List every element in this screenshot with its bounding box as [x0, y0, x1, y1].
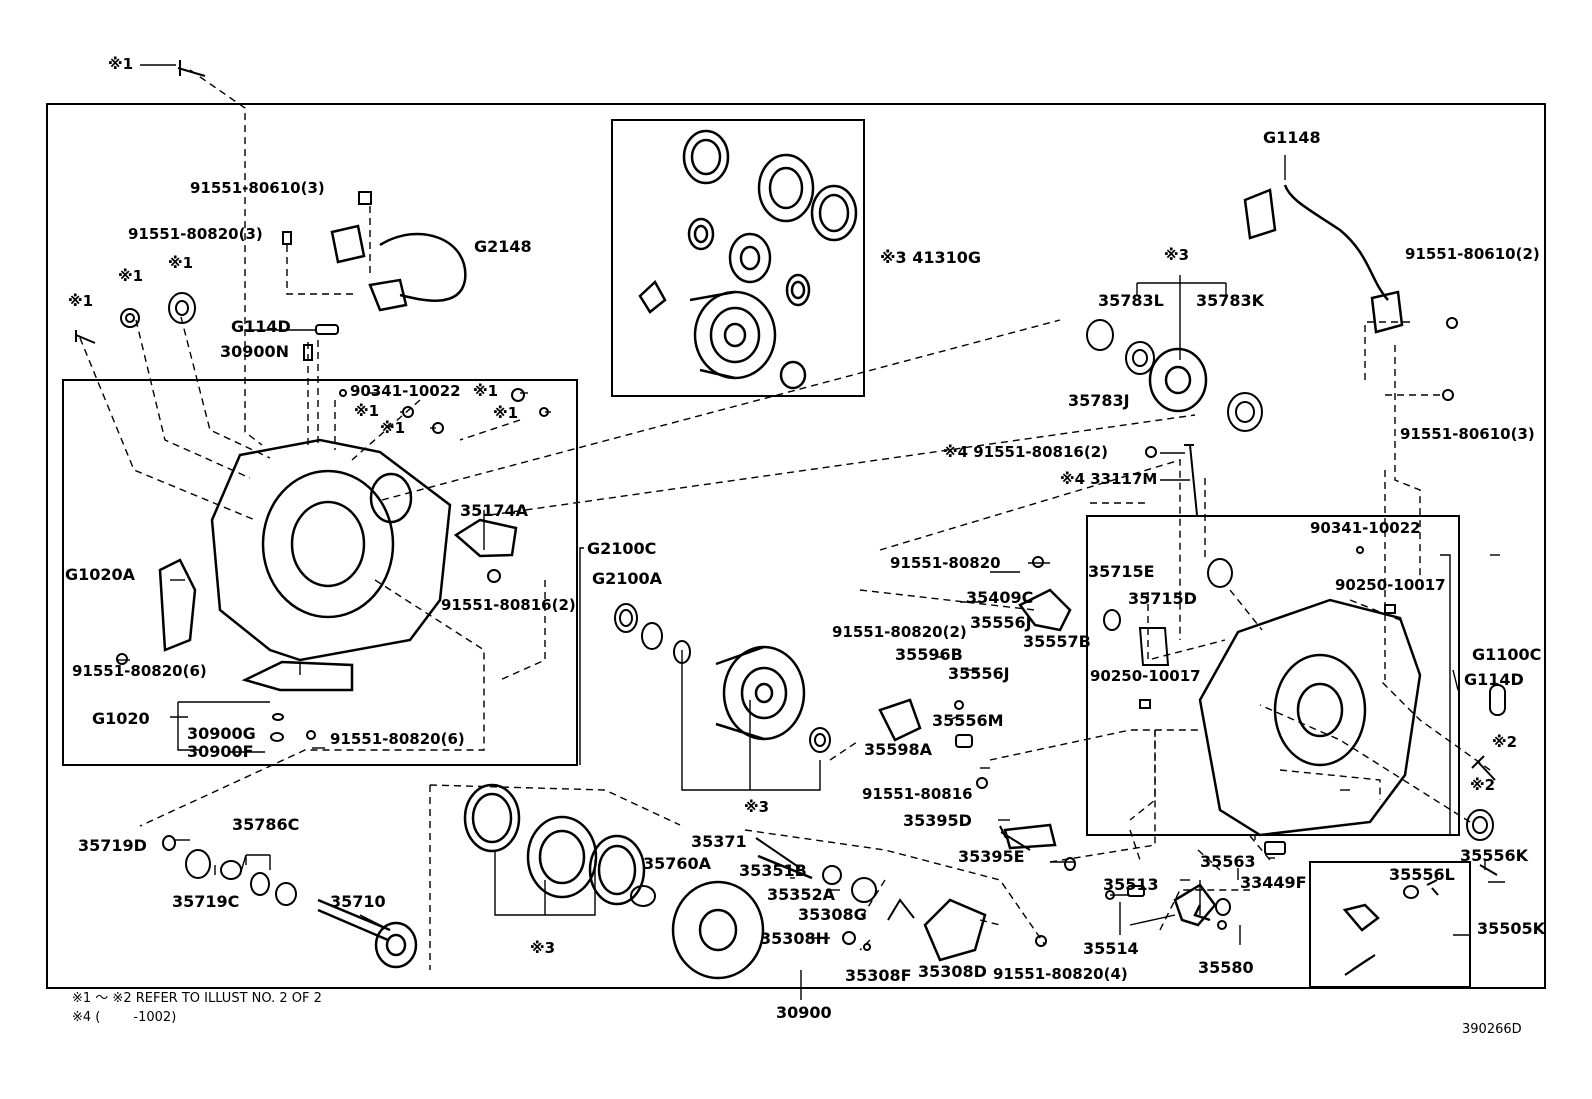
- label-note-1-c: ※1: [68, 292, 94, 310]
- label-30900G: 30900G: [187, 724, 256, 743]
- label-note-2-a: ※2: [1492, 733, 1518, 751]
- label-91551-80610-3-left: 91551-80610(3): [190, 179, 325, 197]
- assembly-frame: [46, 103, 1546, 989]
- label-35715E: 35715E: [1088, 562, 1155, 581]
- label-91551-80820-6-b: 91551-80820(6): [330, 730, 465, 748]
- label-35556J-b: 35556J: [948, 664, 1010, 683]
- label-G1148: G1148: [1263, 128, 1321, 147]
- label-35174A: 35174A: [460, 501, 529, 520]
- label-35715D: 35715D: [1128, 589, 1197, 608]
- label-90341-10022-left: 90341-10022: [350, 382, 461, 400]
- label-91551-80816-b: 91551-80816: [862, 785, 973, 803]
- footnote-2: ※4 ( -1002): [72, 1010, 177, 1025]
- differential-kit-box: [611, 119, 865, 397]
- label-33449F: 33449F: [1240, 873, 1307, 892]
- label-note-3-a: ※3: [1164, 246, 1190, 264]
- label-note-1-f: ※1: [380, 419, 406, 437]
- label-33117M: ※4 33117M: [1060, 470, 1158, 488]
- label-91551-80820-4: 91551-80820(4): [993, 965, 1128, 983]
- label-35505K: 35505K: [1477, 919, 1546, 938]
- label-35308G: 35308G: [798, 905, 867, 924]
- label-G1020: G1020: [92, 709, 150, 728]
- label-G114D-left: G114D: [231, 317, 291, 336]
- label-35395D: 35395D: [903, 811, 972, 830]
- assembly-number: 30900: [776, 1003, 832, 1022]
- label-note-3-c: ※3: [530, 939, 556, 957]
- label-35783L: 35783L: [1098, 291, 1164, 310]
- label-35556J-a: 35556J: [970, 613, 1032, 632]
- label-note-1-a: ※1: [118, 267, 144, 285]
- label-35308D: 35308D: [918, 962, 987, 981]
- label-91551-80816-2-left: 91551-80816(2): [441, 596, 576, 614]
- label-35580: 35580: [1198, 958, 1254, 977]
- label-35783K: 35783K: [1196, 291, 1265, 310]
- sensor-kit-box: [1309, 861, 1471, 988]
- label-35395E: 35395E: [958, 847, 1025, 866]
- label-35783J: 35783J: [1068, 391, 1130, 410]
- label-35719C: 35719C: [172, 892, 240, 911]
- label-35514: 35514: [1083, 939, 1139, 958]
- label-41310G: ※3 41310G: [880, 248, 982, 267]
- label-90341-10022-right: 90341-10022: [1310, 519, 1421, 537]
- label-note-1-e: ※1: [354, 402, 380, 420]
- label-35409C: 35409C: [966, 588, 1034, 607]
- label-90250-10017-b: 90250-10017: [1090, 667, 1201, 685]
- label-note-2-b: ※2: [1470, 776, 1496, 794]
- label-G2148: G2148: [474, 237, 532, 256]
- label-35598A: 35598A: [864, 740, 933, 759]
- label-91551-80816-2-right: ※4 91551-80816(2): [943, 443, 1108, 461]
- label-91551-80820-3: 91551-80820(3): [128, 225, 263, 243]
- label-note-1-b: ※1: [168, 254, 194, 272]
- housing-group-box: [1086, 515, 1460, 836]
- label-35710: 35710: [330, 892, 386, 911]
- label-35556L: 35556L: [1389, 865, 1455, 884]
- label-G2100A: G2100A: [592, 569, 663, 588]
- label-G1100C: G1100C: [1472, 645, 1542, 664]
- footnote-1: ※1 ～ ※2 REFER TO ILLUST NO. 2 OF 2: [72, 991, 322, 1006]
- label-G2100C: G2100C: [587, 539, 657, 558]
- label-35352A: 35352A: [767, 885, 836, 904]
- label-note-1-d: ※1: [473, 382, 499, 400]
- label-35351B: 35351B: [739, 861, 807, 880]
- label-35596B: 35596B: [895, 645, 963, 664]
- label-35371: 35371: [691, 832, 747, 851]
- label-G114D-right: G114D: [1464, 670, 1524, 689]
- label-91551-80610-3-right: 91551-80610(3): [1400, 425, 1535, 443]
- label-35719D: 35719D: [78, 836, 147, 855]
- case-group-box: [62, 379, 578, 766]
- label-35786C: 35786C: [232, 815, 300, 834]
- label-35557B: 35557B: [1023, 632, 1091, 651]
- label-G1020A: G1020A: [65, 565, 136, 584]
- label-35563: 35563: [1200, 852, 1256, 871]
- label-note-1-top: ※1: [108, 55, 134, 73]
- label-91551-80820-2: 91551-80820(2): [832, 623, 967, 641]
- label-35760A: 35760A: [643, 854, 712, 873]
- label-35513: 35513: [1103, 875, 1159, 894]
- label-91551-80820-mid: 91551-80820: [890, 554, 1001, 572]
- illustration-code: 390266D: [1462, 1022, 1522, 1037]
- label-35308H: 35308H: [760, 929, 830, 948]
- label-90250-10017-a: 90250-10017: [1335, 576, 1446, 594]
- label-30900N: 30900N: [220, 342, 290, 361]
- label-30900F: 30900F: [187, 742, 254, 761]
- label-35556K: 35556K: [1460, 846, 1529, 865]
- label-91551-80820-6-a: 91551-80820(6): [72, 662, 207, 680]
- label-91551-80610-2: 91551-80610(2): [1405, 245, 1540, 263]
- label-note-1-g: ※1: [493, 404, 519, 422]
- label-note-3-b: ※3: [744, 798, 770, 816]
- label-35308F: 35308F: [845, 966, 912, 985]
- label-35556M: 35556M: [932, 711, 1004, 730]
